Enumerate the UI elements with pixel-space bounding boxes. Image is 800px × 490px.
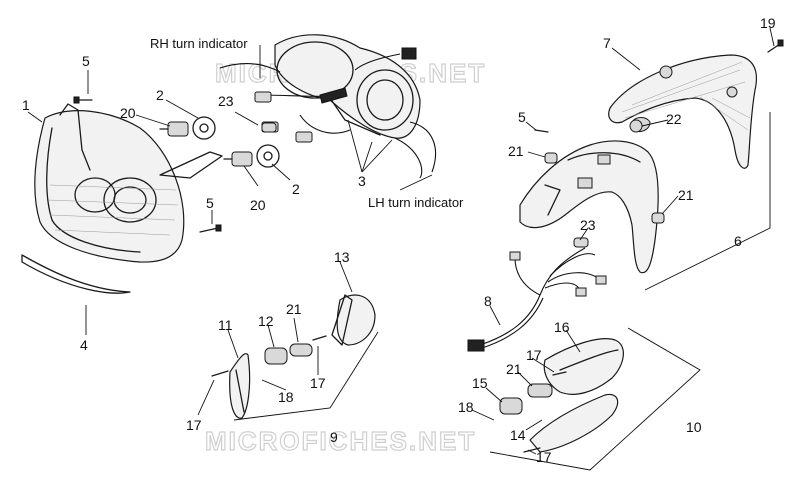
callout-4: 4 (80, 337, 88, 353)
lh-turn-indicator-label: LH turn indicator (368, 195, 464, 210)
callout-17: 17 (186, 417, 202, 433)
callout-20: 20 (120, 105, 136, 121)
callout-21: 21 (286, 301, 302, 317)
callout-21: 21 (506, 361, 522, 377)
callout-5: 5 (518, 109, 526, 125)
callout-11: 11 (218, 317, 233, 333)
callout-6: 6 (734, 233, 742, 249)
turn-indicator-housing (219, 34, 436, 179)
watermark-bottom: MICROFICHES.NET (205, 426, 476, 456)
callout-21: 21 (678, 187, 694, 203)
screws (73, 39, 784, 233)
trim-strip (21, 254, 131, 294)
callout-2: 2 (292, 181, 300, 197)
callout-18: 18 (458, 399, 474, 415)
callout-18: 18 (278, 389, 294, 405)
callout-13: 13 (334, 249, 350, 265)
callout-5: 5 (82, 53, 90, 69)
callout-5: 5 (206, 195, 214, 211)
group-bracket-10 (489, 327, 701, 471)
callout-2: 2 (156, 87, 164, 103)
callout-17: 17 (536, 449, 552, 465)
headlight-assembly (34, 103, 223, 263)
group-bracket-9 (233, 331, 379, 421)
callout-23: 23 (218, 93, 234, 109)
callout-8: 8 (484, 293, 492, 309)
callout-10: 10 (686, 419, 702, 435)
left-indicator-assembly (211, 294, 376, 419)
leader-lines (27, 27, 775, 455)
callout-7: 7 (603, 35, 611, 51)
callout-17: 17 (310, 375, 326, 391)
callout-21: 21 (508, 143, 524, 159)
callout-14: 14 (510, 427, 526, 443)
callout-19: 19 (760, 15, 776, 31)
callout-9: 9 (330, 429, 338, 445)
tail-light-housing (519, 140, 659, 274)
wiring-harness (467, 247, 607, 352)
callout-23: 23 (580, 217, 596, 233)
callout-12: 12 (258, 313, 274, 329)
headlight-bulbs (159, 116, 280, 168)
callout-1: 1 (22, 97, 30, 113)
callout-22: 22 (666, 111, 682, 127)
callout-20: 20 (250, 197, 266, 213)
rh-turn-indicator-label: RH turn indicator (150, 36, 248, 51)
callout-15: 15 (472, 375, 488, 391)
callout-numbers: 1 2 2 3 4 5 5 5 6 7 8 9 10 11 12 13 14 1… (22, 15, 776, 465)
small-bulbs (261, 119, 665, 248)
right-indicator-assembly (499, 338, 624, 453)
callout-3: 3 (358, 173, 366, 189)
group-bracket-6 (644, 112, 771, 291)
callout-16: 16 (554, 319, 570, 335)
callout-17: 17 (526, 347, 542, 363)
